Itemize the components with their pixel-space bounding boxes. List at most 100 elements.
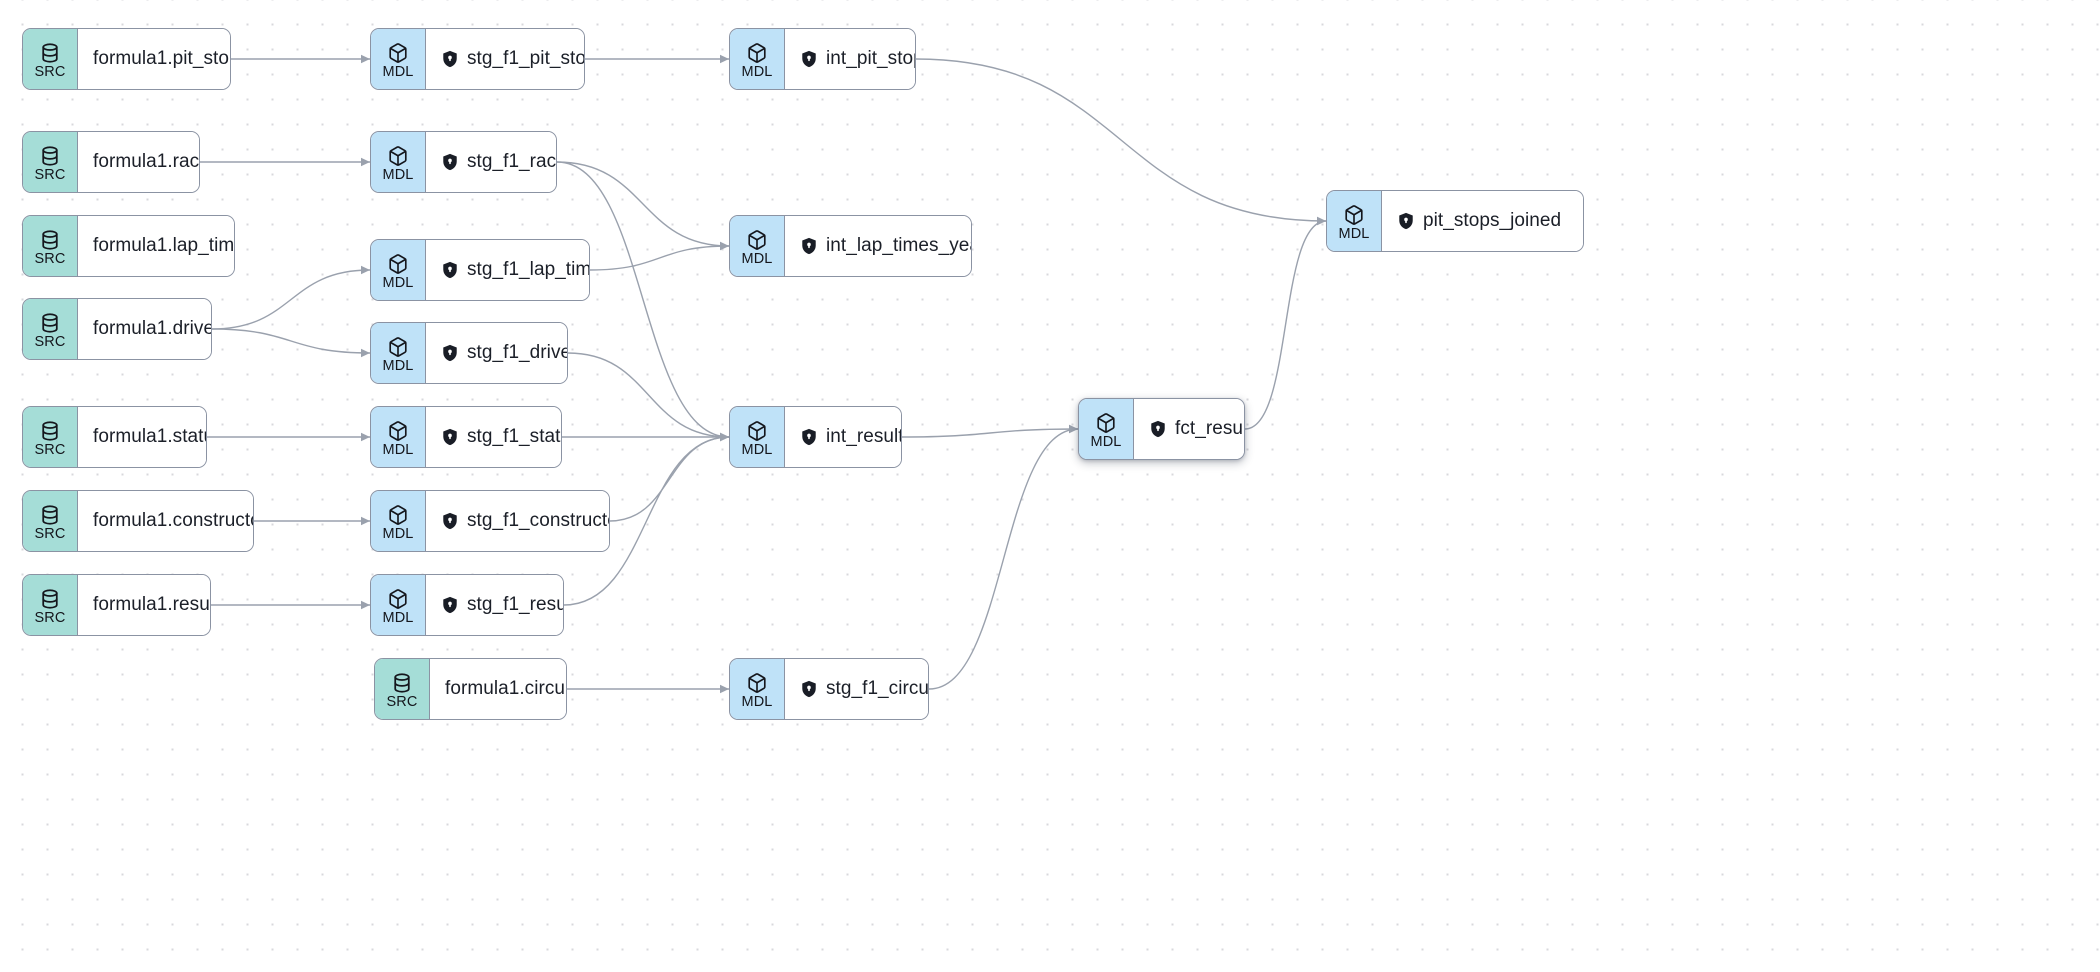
edge-arrowhead	[361, 516, 370, 526]
edge-arrowhead	[720, 54, 729, 64]
edge-arrowhead	[1317, 216, 1326, 226]
shield-icon	[442, 50, 458, 68]
node-body: formula1.drivers	[78, 299, 211, 359]
edge-arrowhead	[361, 432, 370, 442]
graph-node-stg_f1_drivers[interactable]: MDL stg_f1_drivers	[370, 322, 568, 384]
shield-icon	[801, 680, 817, 698]
cube-icon	[387, 336, 409, 358]
node-type-badge-mdl: MDL	[371, 575, 426, 635]
node-type-badge-mdl: MDL	[371, 323, 426, 383]
node-body: stg_f1_constructors	[426, 491, 609, 551]
node-type-badge-mdl: MDL	[1079, 399, 1134, 459]
node-label: pit_stops_joined	[1423, 210, 1562, 231]
graph-node-stg_f1_pit_stops[interactable]: MDL stg_f1_pit_stops	[370, 28, 585, 90]
node-body: stg_f1_results	[426, 575, 563, 635]
edge-int_pit_stops-to-pit_stops_joined	[915, 58, 1327, 222]
cube-icon	[1343, 204, 1365, 226]
node-type-label: SRC	[386, 693, 418, 710]
node-label: formula1.drivers	[93, 318, 211, 339]
node-type-label: SRC	[34, 333, 66, 350]
node-type-badge-src: SRC	[23, 216, 78, 276]
edge-stg_f1_races-to-int_lap_times_years	[556, 161, 730, 247]
graph-node-fct_results[interactable]: MDL fct_results	[1078, 398, 1245, 460]
shield-icon	[1150, 420, 1166, 438]
graph-node-src_drivers[interactable]: SRC formula1.drivers	[22, 298, 212, 360]
node-label: formula1.pit_stops	[93, 48, 230, 69]
node-body: stg_f1_lap_times	[426, 240, 590, 300]
node-body: int_pit_stops	[785, 29, 915, 89]
edge-arrowhead	[720, 432, 729, 442]
edge-arrowhead	[361, 54, 370, 64]
node-label: formula1.circuits	[445, 678, 566, 699]
shield-icon	[442, 261, 458, 279]
node-type-badge-mdl: MDL	[371, 491, 426, 551]
graph-node-stg_f1_lap_times[interactable]: MDL stg_f1_lap_times	[370, 239, 590, 301]
edge-arrowhead	[720, 432, 729, 442]
database-cylinder-icon	[391, 672, 413, 694]
node-type-badge-mdl: MDL	[371, 240, 426, 300]
node-label: stg_f1_pit_stops	[467, 48, 585, 69]
cube-icon	[387, 253, 409, 275]
edge-src_drivers-to-stg_f1_drivers	[211, 328, 371, 354]
node-body: pit_stops_joined	[1382, 191, 1583, 251]
edge-fct_results-to-pit_stops_joined	[1244, 220, 1327, 430]
node-body: int_results	[785, 407, 901, 467]
node-type-badge-mdl: MDL	[730, 659, 785, 719]
node-type-badge-src: SRC	[23, 491, 78, 551]
edge-arrowhead	[720, 432, 729, 442]
edge-int_results-to-fct_results	[901, 428, 1079, 438]
database-cylinder-icon	[39, 312, 61, 334]
shield-icon	[442, 512, 458, 530]
shield-icon	[442, 153, 458, 171]
node-type-badge-mdl: MDL	[371, 132, 426, 192]
edge-arrowhead	[720, 684, 729, 694]
node-type-badge-src: SRC	[23, 299, 78, 359]
node-label: stg_f1_circuits	[826, 678, 929, 699]
node-label: fct_results	[1175, 418, 1244, 439]
edge-arrowhead	[720, 241, 729, 251]
cube-icon	[387, 588, 409, 610]
shield-icon	[801, 428, 817, 446]
node-label: formula1.status	[93, 426, 206, 447]
node-label: stg_f1_lap_times	[467, 259, 590, 280]
graph-node-int_pit_stops[interactable]: MDL int_pit_stops	[729, 28, 916, 90]
graph-node-src_pit_stops[interactable]: SRC formula1.pit_stops	[22, 28, 231, 90]
node-type-label: SRC	[34, 250, 66, 267]
node-body: stg_f1_races	[426, 132, 557, 192]
graph-node-src_lap_times[interactable]: SRC formula1.lap_times	[22, 215, 235, 277]
node-body: formula1.lap_times	[78, 216, 234, 276]
node-body: fct_results	[1134, 399, 1244, 459]
cube-icon	[746, 672, 768, 694]
graph-node-stg_f1_races[interactable]: MDL stg_f1_races	[370, 131, 557, 193]
node-type-label: SRC	[34, 63, 66, 80]
node-body: stg_f1_pit_stops	[426, 29, 585, 89]
node-type-label: MDL	[382, 525, 414, 542]
node-body: formula1.pit_stops	[78, 29, 230, 89]
graph-node-stg_f1_constructors[interactable]: MDL stg_f1_constructors	[370, 490, 610, 552]
node-type-label: MDL	[382, 63, 414, 80]
edge-arrowhead	[720, 432, 729, 442]
node-type-badge-src: SRC	[375, 659, 430, 719]
shield-icon	[442, 344, 458, 362]
edge-src_drivers-to-stg_f1_lap_times	[211, 269, 371, 330]
node-label: stg_f1_races	[467, 151, 557, 172]
node-label: stg_f1_drivers	[467, 342, 567, 363]
edge-arrowhead	[1069, 424, 1078, 434]
cube-icon	[746, 229, 768, 251]
node-type-label: MDL	[382, 357, 414, 374]
graph-node-src_circuits[interactable]: SRC formula1.circuits	[374, 658, 567, 720]
graph-node-stg_f1_circuits[interactable]: MDL stg_f1_circuits	[729, 658, 929, 720]
cube-icon	[746, 420, 768, 442]
node-type-label: MDL	[741, 63, 773, 80]
edge-arrowhead	[720, 432, 729, 442]
